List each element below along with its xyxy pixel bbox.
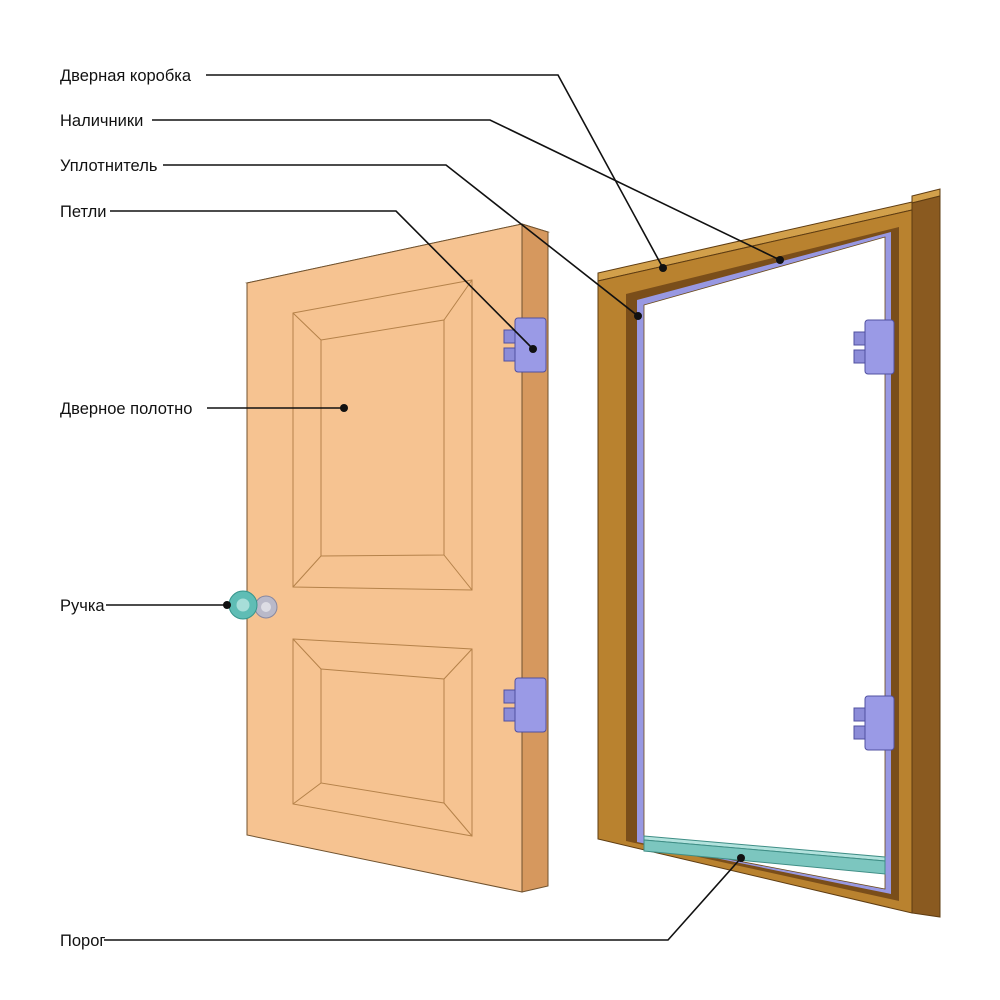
door-panel-bottom-miter-lines	[292, 638, 473, 837]
threshold-front-face	[643, 839, 886, 875]
label-casing: Наличники	[60, 112, 143, 130]
door-handle	[228, 590, 278, 620]
frame-hinge-top-tab-1	[853, 331, 867, 346]
label-handle: Ручка	[60, 597, 105, 615]
door-hinge-top-tab-1	[503, 329, 517, 344]
leader-hinges-dot	[529, 345, 537, 353]
leader-threshold-dot	[737, 854, 745, 862]
leader-leaf-dot	[340, 404, 348, 412]
frame-hinge-top-tab-2	[853, 349, 867, 364]
frame-opening	[643, 236, 886, 890]
handle-front-knob-center	[236, 598, 250, 612]
leader-casing-dot	[776, 256, 784, 264]
door-hinge-bottom-tab-2	[503, 707, 517, 722]
label-seal: Уплотнитель	[60, 157, 157, 175]
frame-hinge-bottom-tab-2	[853, 725, 867, 740]
leader-frame-line	[206, 74, 664, 269]
door-hinge-top-tab-2	[503, 347, 517, 362]
frame-hinge-top-plate	[864, 319, 895, 375]
door-frame-assembly	[597, 188, 941, 918]
label-leaf: Дверное полотно	[60, 400, 192, 418]
leader-handle-dot	[223, 601, 231, 609]
leader-seal-dot	[634, 312, 642, 320]
door-hinge-bottom-plate	[514, 677, 547, 733]
door-hinge-bottom	[503, 677, 547, 733]
door-hinge-bottom-tab-1	[503, 689, 517, 704]
frame-hinge-bottom	[853, 695, 895, 751]
leader-hinges-line	[110, 210, 534, 350]
door-hinge-top	[503, 317, 547, 373]
handle-back-knob-center	[261, 602, 271, 612]
casing-right-board	[911, 195, 941, 918]
door-leaf	[228, 223, 550, 893]
leader-seal-line	[163, 164, 639, 317]
frame-hinge-bottom-plate	[864, 695, 895, 751]
label-frame: Дверная коробка	[60, 67, 192, 85]
frame-hinge-bottom-tab-1	[853, 707, 867, 722]
label-threshold: Порог	[60, 932, 105, 950]
door-panel-top-miter-lines	[292, 279, 473, 591]
leader-threshold-line	[104, 857, 742, 941]
labels: Дверная коробка Наличники Уплотнитель Пе…	[60, 67, 192, 950]
leader-lines	[104, 74, 784, 941]
label-hinges: Петли	[60, 203, 107, 221]
frame-hinge-top	[853, 319, 895, 375]
door-hinge-top-plate	[514, 317, 547, 373]
leader-casing-line	[152, 119, 781, 261]
leader-frame-dot	[659, 264, 667, 272]
door-leaf-front-face	[246, 223, 523, 893]
